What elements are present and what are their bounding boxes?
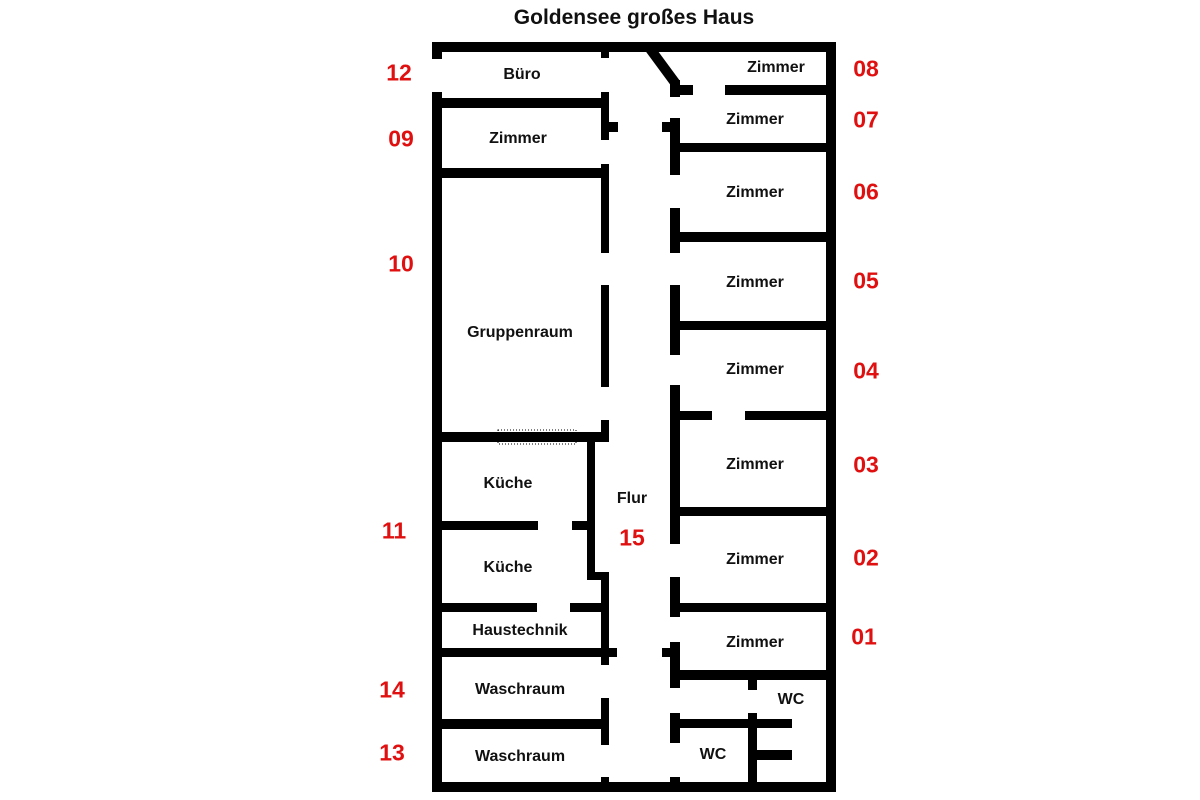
room-number: 01 <box>851 623 877 650</box>
room-number: 14 <box>379 676 405 703</box>
wall <box>680 85 693 95</box>
wall <box>662 122 670 132</box>
wall <box>748 680 757 690</box>
wall <box>748 713 757 782</box>
room-label: Zimmer <box>726 111 784 128</box>
room-number: 11 <box>381 517 407 544</box>
room-label: WC <box>777 691 805 708</box>
wall <box>680 143 836 152</box>
wall <box>601 420 609 442</box>
room-label: Zimmer <box>747 59 805 76</box>
room-number: 05 <box>853 267 879 294</box>
wall <box>570 603 609 612</box>
wall <box>725 85 836 95</box>
wall <box>680 232 836 242</box>
room-number: 07 <box>853 106 879 133</box>
room-number: 08 <box>853 55 879 82</box>
wall <box>745 411 836 420</box>
wall <box>609 122 618 132</box>
room-label: Zimmer <box>726 184 784 201</box>
wall <box>662 648 670 657</box>
wall <box>670 80 680 97</box>
wall <box>680 719 792 728</box>
wall <box>670 385 680 544</box>
wall <box>670 285 680 355</box>
wall <box>680 603 836 612</box>
room-label: Zimmer <box>489 130 547 147</box>
wall <box>432 42 442 59</box>
wall <box>601 42 609 58</box>
wall <box>601 574 609 665</box>
room-number: 10 <box>388 250 414 277</box>
wall <box>680 411 712 420</box>
room-label: Zimmer <box>726 551 784 568</box>
wall <box>680 321 836 330</box>
sliding-partition <box>497 429 577 445</box>
wall <box>670 577 680 617</box>
wall <box>670 777 680 792</box>
room-number: 12 <box>386 59 412 86</box>
wall <box>601 285 609 387</box>
wall <box>601 164 609 253</box>
room-label: Waschraum <box>474 748 566 765</box>
room-number: 15 <box>619 524 645 551</box>
wall <box>757 750 792 760</box>
room-label: WC <box>699 746 727 763</box>
wall <box>432 432 609 442</box>
wall <box>680 670 836 680</box>
diagonal-wall <box>643 43 681 87</box>
plan-title: Goldensee großes Haus <box>513 6 755 29</box>
wall <box>432 782 836 792</box>
room-label: Zimmer <box>726 456 784 473</box>
wall <box>670 642 680 688</box>
wall <box>432 42 836 52</box>
room-number: 03 <box>853 451 879 478</box>
wall <box>432 168 609 178</box>
wall <box>587 442 595 578</box>
wall <box>601 92 609 140</box>
room-label: Zimmer <box>726 634 784 651</box>
room-label: Gruppenraum <box>467 324 573 341</box>
wall <box>432 719 609 729</box>
room-label: Zimmer <box>726 274 784 291</box>
room-number: 06 <box>853 178 879 205</box>
room-number: 02 <box>853 544 879 571</box>
room-label: Haustechnik <box>472 622 568 639</box>
wall <box>432 603 537 612</box>
wall <box>680 507 836 516</box>
room-number: 04 <box>853 357 879 384</box>
wall <box>572 521 595 530</box>
wall <box>670 713 680 743</box>
wall <box>670 118 680 175</box>
room-label: Küche <box>483 475 533 492</box>
wall <box>432 98 609 108</box>
room-label: Zimmer <box>726 361 784 378</box>
room-number: 09 <box>388 125 414 152</box>
wall <box>432 521 538 530</box>
room-number: 13 <box>379 739 405 766</box>
room-label: Waschraum <box>474 681 566 698</box>
wall <box>670 208 680 253</box>
room-label: Küche <box>483 559 533 576</box>
wall <box>601 777 609 792</box>
room-label: Flur <box>616 490 648 507</box>
room-label: Büro <box>503 66 541 83</box>
wall <box>432 648 617 657</box>
wall <box>587 572 609 580</box>
